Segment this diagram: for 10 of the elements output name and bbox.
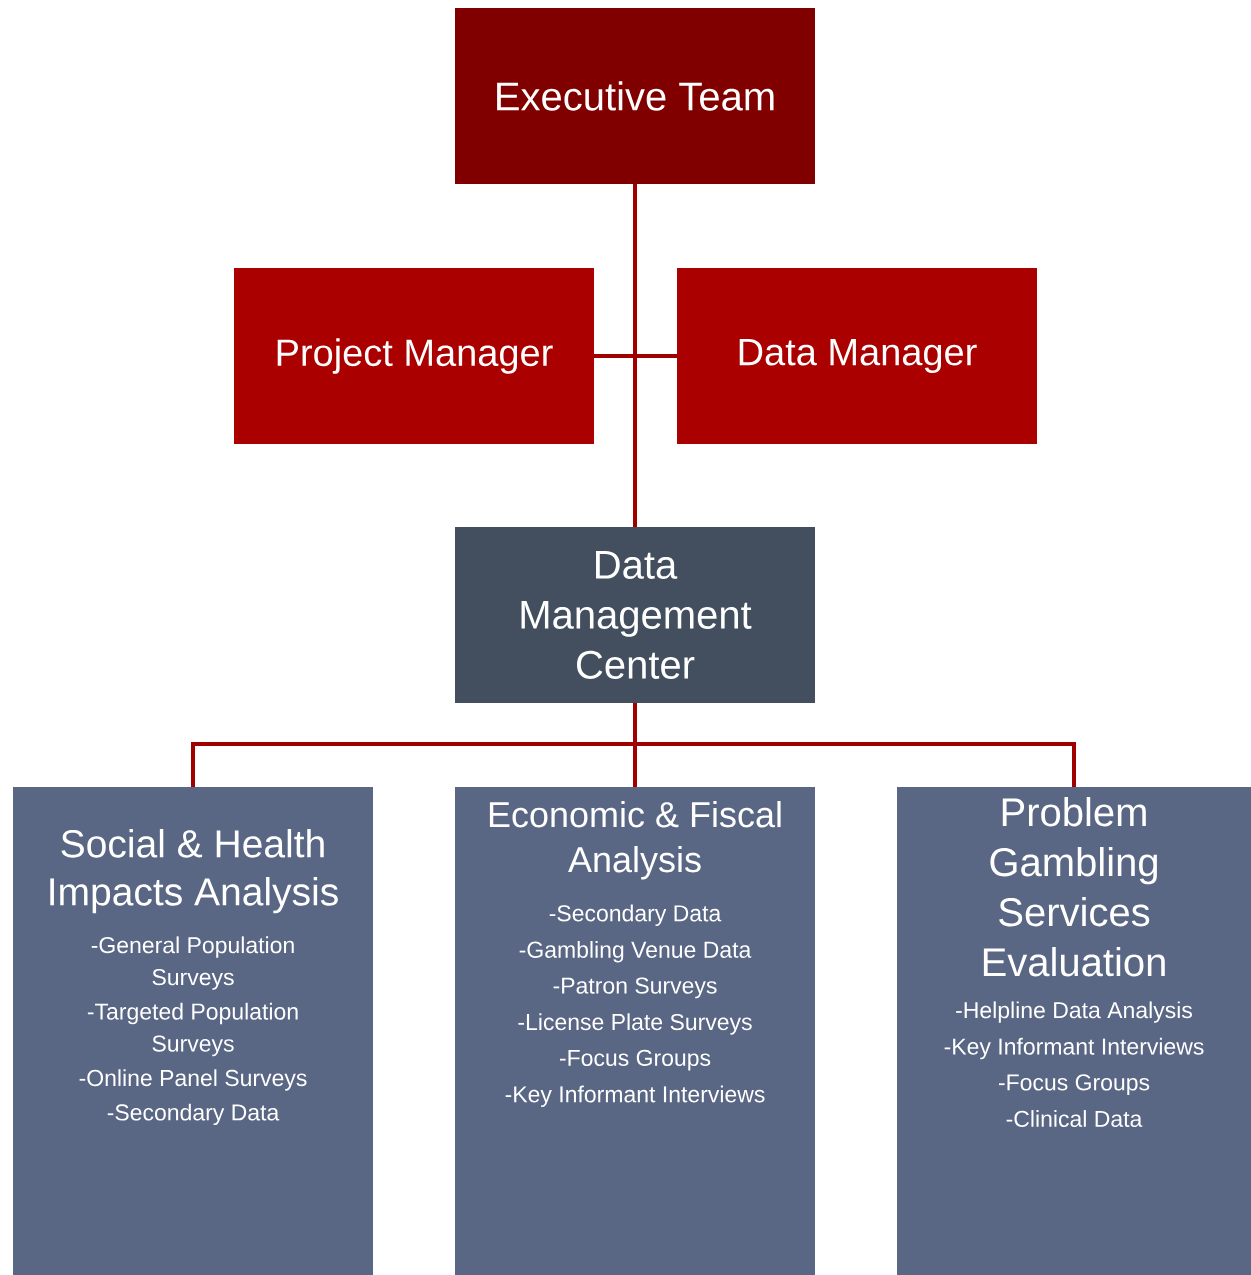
org-box: Data Manager [677, 268, 1037, 444]
org-box: Data Management Center [455, 527, 815, 703]
connector-line [633, 703, 1076, 787]
org-box: Executive Team [455, 8, 815, 184]
connector-line [594, 354, 677, 358]
connector-line [633, 184, 637, 527]
org-box: Economic & Fiscal Analysis -Secondary Data -Gambling Venue Data -Patron Surveys -License Plate Surveys -Focus Groups -Key Informant Interviews [455, 787, 815, 1275]
org-box: Problem Gambling Services Evaluation -Helpline Data Analysis -Key Informant Interviews -Focus Groups -Clinical Data [897, 787, 1251, 1275]
org-box: Social & Health Impacts Analysis -General Population Surveys -Targeted Population Surveys -Online Panel Surveys -Secondary Data [13, 787, 373, 1275]
org-box: Project Manager [234, 268, 594, 444]
